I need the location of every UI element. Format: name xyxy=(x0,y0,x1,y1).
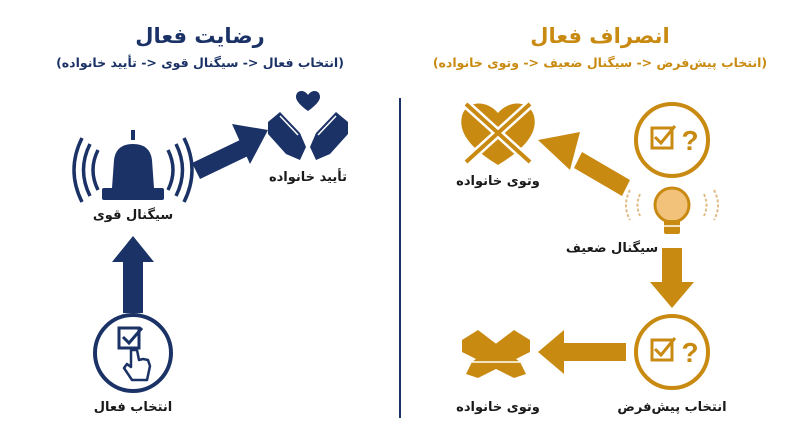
checkbox-question-icon: ? xyxy=(634,102,710,178)
right-panel-title: انصراف فعال xyxy=(530,24,670,48)
checkbox-hand-click-icon xyxy=(93,313,173,393)
label-default-choice: انتخاب پیش‌فرض xyxy=(617,400,727,415)
arrow-diagonal-navy xyxy=(192,124,268,179)
label-family-veto: وتوی خانواده xyxy=(456,400,540,415)
arrow-down-gold xyxy=(650,248,694,308)
crossed-arms-icon xyxy=(462,330,530,378)
arrow-left-gold xyxy=(538,330,626,374)
checkbox-question-icon-bottom: ? xyxy=(634,314,710,390)
label-weak-signal: سیگنال ضعیف xyxy=(565,241,659,256)
label-family-veto-top: وتوی خانواده xyxy=(456,174,540,189)
left-panel-title: رضایت فعال xyxy=(135,24,265,48)
label-active-choice: انتخاب فعال xyxy=(93,400,173,415)
crossed-heart-icon xyxy=(461,100,535,166)
lightbulb-icon xyxy=(625,186,719,234)
svg-text:?: ? xyxy=(681,125,698,156)
arrow-up-navy xyxy=(112,236,154,313)
arrow-diagonal-gold xyxy=(538,132,630,196)
right-panel-subtitle: (انتخاب پیش‌فرض <- سیگنال ضعیف <- وتوی خ… xyxy=(432,55,768,70)
svg-text:?: ? xyxy=(681,337,698,368)
label-family-approval: تأیید خانواده xyxy=(268,170,348,185)
left-panel-subtitle: (انتخاب فعال <- سیگنال قوی <- تأیید خانو… xyxy=(56,55,344,70)
hands-heart-icon xyxy=(268,91,348,160)
label-strong-signal: سیگنال قوی xyxy=(92,208,174,223)
siren-icon xyxy=(72,130,194,203)
